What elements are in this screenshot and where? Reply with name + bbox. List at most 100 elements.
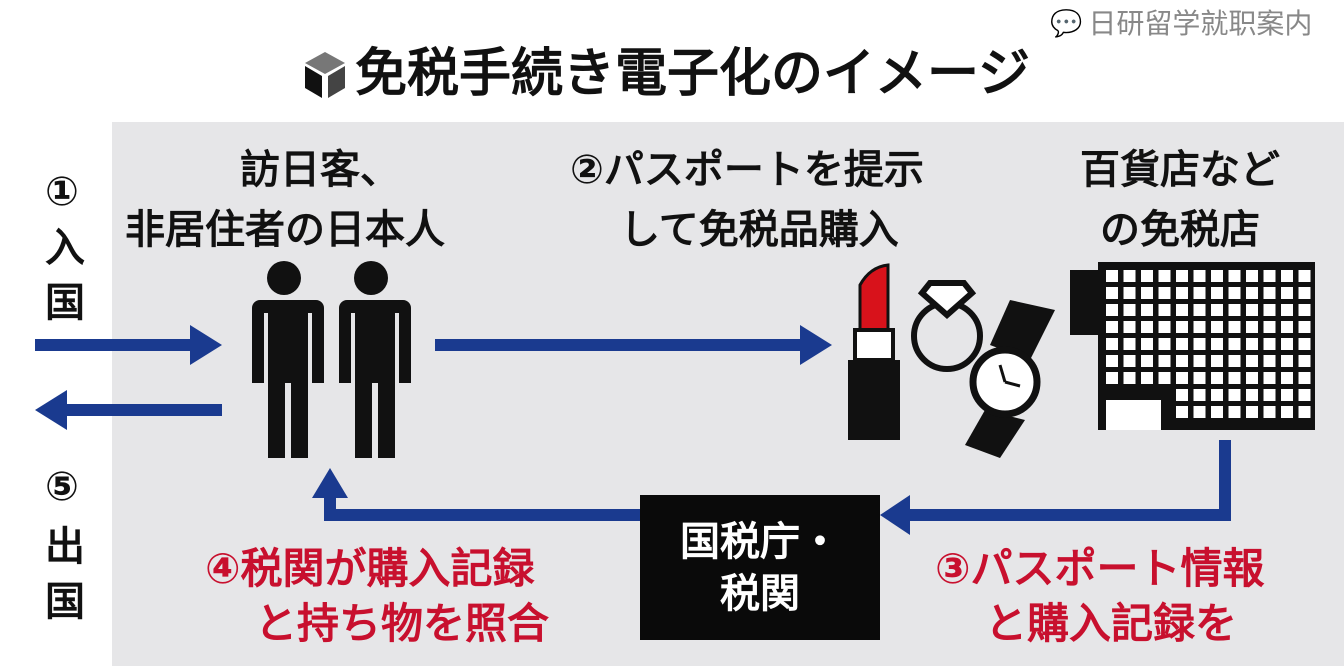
building-window: [1246, 389, 1258, 401]
building-window: [1123, 338, 1136, 350]
exit-arrow: [35, 390, 222, 430]
step3-label: ③パスポート情報: [935, 544, 1265, 593]
building-window: [1246, 270, 1258, 282]
page-title: 免税手続き電子化のイメージ: [355, 44, 1030, 104]
building-window: [1211, 355, 1223, 367]
building-window: [1228, 372, 1241, 384]
entry-label-num: ①: [45, 169, 79, 215]
building-window: [1298, 372, 1311, 384]
building-window: [1123, 372, 1136, 384]
building-window: [1123, 287, 1136, 299]
building-window: [1281, 304, 1293, 316]
authority-to-visitor-arrow: [312, 468, 640, 521]
wechat-icon: 💬: [1050, 9, 1083, 39]
building-window: [1158, 304, 1171, 316]
building-window: [1141, 270, 1153, 282]
building-window: [1281, 355, 1293, 367]
building-window: [1281, 372, 1293, 384]
building-window: [1106, 287, 1118, 299]
building-window: [1193, 406, 1206, 418]
building-window: [1193, 304, 1206, 316]
building-window: [1281, 287, 1293, 299]
building-window: [1106, 338, 1118, 350]
building-window: [1281, 389, 1293, 401]
building-window: [1106, 355, 1118, 367]
building-window: [1176, 270, 1188, 282]
authority-label: 国税庁・: [680, 518, 840, 565]
person-icon: [252, 261, 324, 458]
building-window: [1176, 287, 1188, 299]
building-window: [1263, 287, 1276, 299]
building-window: [1211, 321, 1223, 333]
building-window: [1141, 304, 1153, 316]
purchase-arrow: [435, 325, 832, 365]
watermark-text: 日研留学就职案内: [1088, 7, 1313, 40]
building-window: [1176, 304, 1188, 316]
building-window: [1158, 270, 1171, 282]
building-window: [1211, 372, 1223, 384]
building-window: [1263, 270, 1276, 282]
building-window: [1123, 321, 1136, 333]
building-window: [1176, 355, 1188, 367]
building-window: [1263, 389, 1276, 401]
building-window: [1281, 406, 1293, 418]
building-window: [1158, 355, 1171, 367]
building-window: [1298, 389, 1311, 401]
building-window: [1281, 270, 1293, 282]
building-window: [1281, 321, 1293, 333]
building-window: [1211, 406, 1223, 418]
building-window: [1176, 372, 1188, 384]
entry-label-char: 入: [45, 225, 85, 271]
store-to-authority-arrow: [880, 440, 1231, 535]
building-icon: [1070, 262, 1315, 430]
building-window: [1211, 270, 1223, 282]
building-window: [1211, 389, 1223, 401]
building-window: [1298, 321, 1311, 333]
building-window: [1123, 270, 1136, 282]
building-window: [1123, 355, 1136, 367]
building-window: [1193, 355, 1206, 367]
authority-box: 国税庁・ 税関: [640, 495, 880, 640]
building-window: [1263, 372, 1276, 384]
exit-label-num: ⑤: [45, 464, 79, 510]
building-window: [1263, 406, 1276, 418]
step2-label: ②パスポートを提示: [570, 147, 924, 193]
building-window: [1263, 355, 1276, 367]
cube-icon: [305, 52, 345, 98]
exit-label-char: 国: [45, 579, 85, 625]
building-window: [1141, 321, 1153, 333]
watch-icon: [965, 300, 1055, 458]
building-window: [1158, 338, 1171, 350]
building-window: [1158, 372, 1171, 384]
building-window: [1298, 338, 1311, 350]
store-label: の免税店: [1100, 207, 1260, 253]
store-label: 百貨店など: [1080, 147, 1280, 193]
person-icon: [339, 261, 411, 458]
ring-icon: [911, 280, 983, 372]
exit-label-char: 出: [45, 524, 85, 570]
building-window: [1211, 338, 1223, 350]
entry-label-char: 国: [45, 280, 85, 326]
building-window: [1263, 304, 1276, 316]
visitors-label: 非居住者の日本人: [125, 207, 445, 253]
step4-label: と持ち物を照合: [255, 599, 550, 648]
building-window: [1246, 372, 1258, 384]
building-window: [1211, 287, 1223, 299]
building-window: [1176, 321, 1188, 333]
building-window: [1246, 338, 1258, 350]
watermark: 💬 日研留学就职案内: [1050, 10, 1312, 38]
building-window: [1193, 321, 1206, 333]
building-window: [1193, 338, 1206, 350]
building-window: [1298, 406, 1311, 418]
lipstick-icon: [848, 263, 900, 440]
building-window: [1193, 389, 1206, 401]
building-window: [1228, 338, 1241, 350]
building-window: [1228, 389, 1241, 401]
step2-label: して免税品購入: [620, 207, 899, 253]
building-window: [1123, 304, 1136, 316]
building-window: [1141, 372, 1153, 384]
building-window: [1193, 270, 1206, 282]
building-window: [1298, 270, 1311, 282]
building-window: [1298, 287, 1311, 299]
